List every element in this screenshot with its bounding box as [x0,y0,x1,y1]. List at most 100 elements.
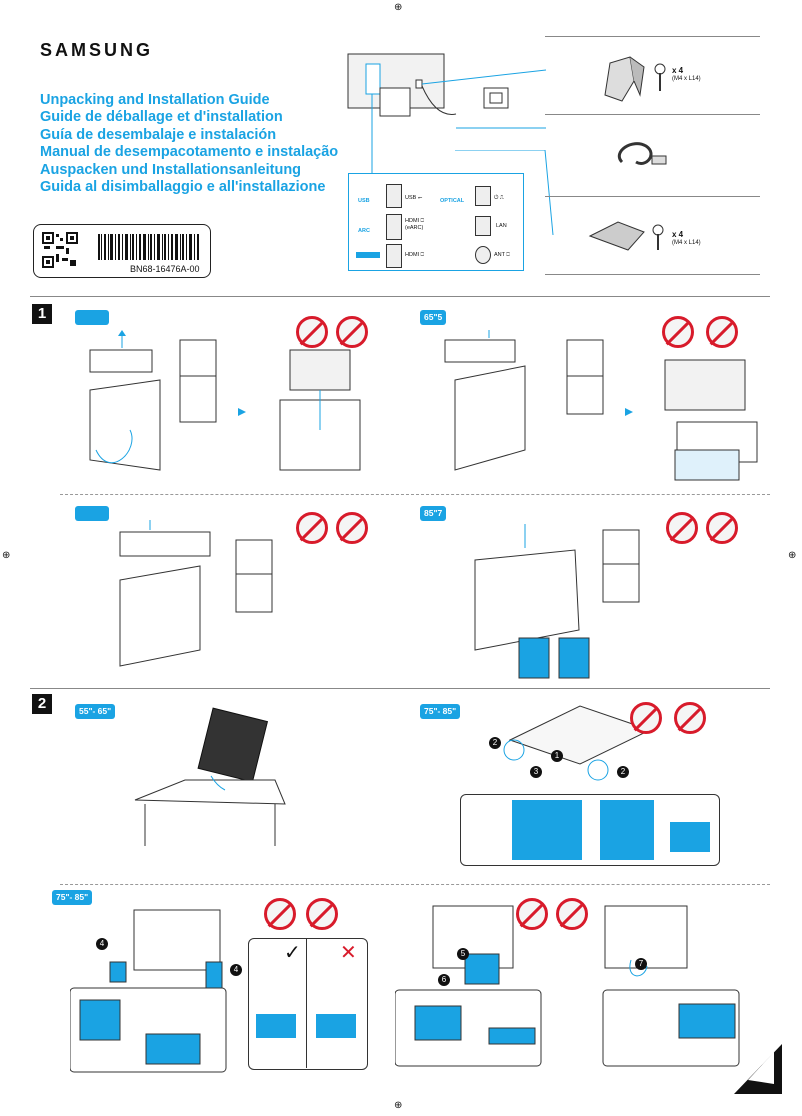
callout-4a: 4 [96,938,108,950]
step1-unpack-small [89,330,361,471]
no-lift-icon-5 [630,702,662,734]
power-label: ⏻ ⎍ [494,195,504,201]
callout-4b: 4 [230,964,242,976]
parts-rule-2 [545,114,760,115]
port-lan [475,216,491,236]
wrong-foam [316,1014,356,1038]
base-screws-spec: (M4 x L14) [672,240,701,246]
stand-screws-qty: x 4 [672,66,684,75]
title-en: Unpacking and Installation Guide [40,92,270,108]
callout-2b: 2 [617,766,629,778]
callout-3: 3 [530,766,542,778]
step2-detail-strip [460,794,720,866]
registration-mark-bottom: ⊕ [394,1100,403,1111]
power-cable-icon [618,142,667,165]
right-wrong-divider [306,938,307,1068]
connector-lines [455,150,554,236]
hdmi-label: HDMI ⎕ [405,252,424,258]
callout-6: 6 [438,974,450,986]
barcode-icon [98,234,199,260]
port-ant [475,246,491,264]
correct-foam [256,1014,296,1038]
ant-label: ANT ⎕ [494,252,510,258]
no-lift-icon-6 [264,898,296,930]
hdmi-icon [356,252,380,258]
port-usb [386,184,402,208]
arc-icon: ARC [358,228,370,234]
step2-final-diagrams [395,905,740,1067]
stand-base-icon [588,221,664,251]
title-de: Auspacken und Installationsanleitung [40,161,302,178]
step2-foam-removal [70,909,227,1073]
detail-pad-2 [600,800,654,860]
model-code-box [33,224,211,278]
title-es: Guía de desembalaje e instalación [40,126,277,143]
parts-rule-bottom [545,274,760,275]
no-press-icon-7 [556,898,588,930]
step1-unpack-85 [474,524,640,679]
callout-2a: 2 [489,737,501,749]
size-tag-1c [75,506,109,521]
size-tag-2a: 55"- 65" [75,704,116,719]
registration-mark-top: ⊕ [394,2,403,13]
callout-5: 5 [457,948,469,960]
step1-unpack-75 [119,520,273,667]
port-hdmi [386,244,402,268]
right-wrong-panel [248,938,368,1070]
registration-mark-left: ⊕ [2,550,11,561]
size-tag-1b: 65"5 [420,310,447,325]
no-press-icon-5 [674,702,706,734]
size-tag-1a [75,310,109,325]
step2-divider [60,884,770,885]
no-lift-icon-2 [662,316,694,348]
size-tag-2b: 75"- 85" [420,704,461,719]
no-lift-icon-4 [666,512,698,544]
optical-icon: OPTICAL [440,198,465,204]
parts-rule-top [545,36,760,37]
lan-label: LAN [496,223,507,229]
size-tag-2c: 75"- 85" [52,890,93,905]
step1-unpack-65 [444,330,758,481]
parts-rule-3 [545,196,760,197]
no-press-icon-6 [306,898,338,930]
cross-icon: ✕ [340,942,357,964]
step1-rule [30,296,770,297]
port-hdmi-arc [386,214,402,240]
ports-panel [348,173,524,271]
title-pt: Manual de desempacotamento e instalação [40,144,339,161]
no-press-icon-4 [706,512,738,544]
step2-rule [30,688,770,689]
callout-1: 1 [551,750,563,762]
no-press-icon-3 [336,512,368,544]
registration-mark-right: ⊕ [788,550,797,561]
stand-bracket-icon [604,56,666,102]
check-icon: ✓ [284,942,301,964]
step-1-number: 1 [32,304,52,324]
detail-pad-3 [670,822,710,852]
step-2-number: 2 [32,694,52,714]
page-turn-icon [734,1044,782,1094]
no-lift-icon-7 [516,898,548,930]
callout-7: 7 [635,958,647,970]
size-tag-1d: 85"7 [420,506,447,521]
no-lift-icon-3 [296,512,328,544]
port-optical [475,186,491,206]
no-press-icon-1 [336,316,368,348]
no-lift-icon-1 [296,316,328,348]
qr-code-icon [42,232,78,268]
title-it: Guida al disimballaggio e all'installazi… [40,179,326,196]
title-fr: Guide de déballage et d'installation [40,109,283,126]
detail-pad-1 [512,800,582,860]
stand-screws-spec: (M4 x L14) [672,76,701,82]
step1-divider [60,494,770,495]
step2-table-diagram [134,707,286,846]
model-code: BN68-16476A-00 [130,264,200,274]
brand-logo: SAMSUNG [40,40,154,60]
guide-titles: Unpacking and Installation Guide Guide d… [40,92,338,196]
hdmi-arc-label: HDMI ⎕ (eARC) [405,218,424,231]
base-screws-qty: x 4 [672,230,684,239]
usb-icon: USB [358,198,370,204]
no-press-icon-2 [706,316,738,348]
tv-back-diagram [347,53,547,173]
usb-label: USB ⭠ [405,195,423,201]
